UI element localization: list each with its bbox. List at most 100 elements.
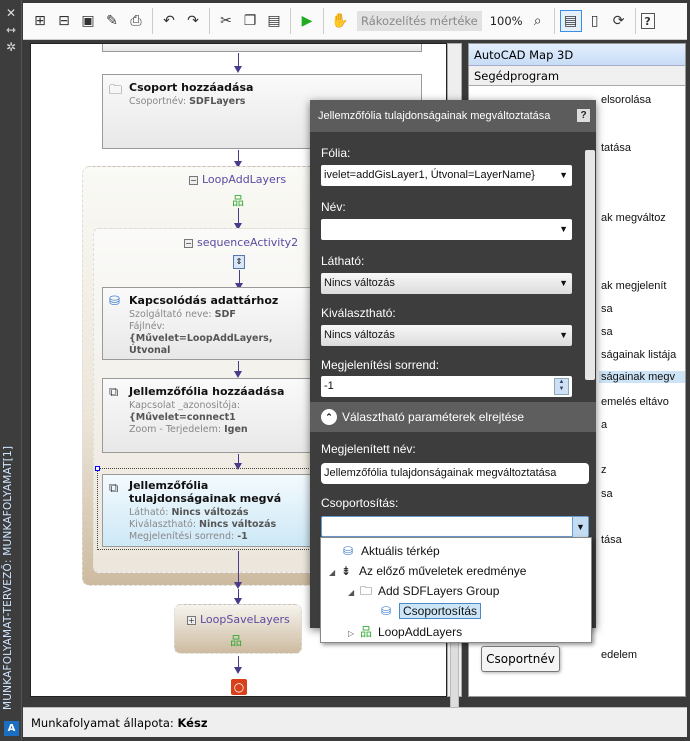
scrollbar-thumb[interactable]	[585, 150, 595, 380]
toolbox-item-selected[interactable]: ságainak megv	[599, 371, 685, 383]
divider	[290, 8, 291, 34]
pin-icon[interactable]: ⇿	[5, 23, 17, 37]
connector-arrow	[234, 53, 242, 73]
chevron-up-icon: ⌃	[321, 409, 337, 425]
sequence-label[interactable]: −sequenceActivity2	[184, 236, 299, 249]
add-layer-icon: ⧉	[109, 385, 119, 400]
zoom-fit-icon[interactable]: ⌕	[533, 13, 542, 29]
status-value: Kész	[177, 716, 208, 730]
activity-title: Kapcsolódás adattárhoz	[129, 294, 279, 307]
activity-title: Jellemzőfólia hozzáadása	[129, 385, 285, 398]
connect-icon: ⛁	[109, 294, 120, 309]
side-strip: ✕ ⇿ ✲ MUNKAFOLYAMAT-TERVEZŐ: MUNKAFOLYAM…	[0, 0, 22, 741]
chevron-down-icon[interactable]: ▼	[572, 517, 588, 538]
database-icon: ⛁	[381, 604, 392, 618]
chevron-down-icon: ▼	[559, 278, 568, 288]
toolbox-item[interactable]: ságainak listája	[601, 349, 677, 361]
divider	[152, 8, 153, 34]
kivalaszthato-dropdown[interactable]: Nincs változás▼	[321, 325, 572, 346]
toolbox-item[interactable]: tása	[601, 534, 622, 546]
copy-icon[interactable]: ❐	[243, 13, 257, 29]
status-label: Munkafolyamat állapota:	[31, 716, 174, 730]
lathato-label: Látható:	[321, 254, 365, 268]
pan-icon[interactable]: ✋	[331, 13, 349, 29]
zoom-percent: 100%	[489, 14, 523, 28]
tree-item-previous-results[interactable]: ◢⇟Az előző műveletek eredménye	[329, 561, 526, 581]
grouping-dropdown[interactable]: ▼	[321, 516, 589, 538]
save-icon[interactable]: ▣	[81, 13, 95, 29]
chevron-down-icon: ▼	[559, 330, 568, 340]
activity-title: Jellemzőfólia tulajdonságainak megvá	[129, 479, 282, 505]
toolbar: ⊞ ⊟ ▣ ✎ ⎙ ↶ ↷ ✂ ❐ ▤ ▶ ✋ Rákozelítés mért…	[23, 3, 687, 40]
divider	[323, 8, 324, 34]
toolbox-item[interactable]: emelés eltávo	[601, 396, 669, 408]
redo-icon[interactable]: ↷	[187, 13, 199, 29]
toolbox-category-autocad[interactable]: AutoCAD Map 3D	[469, 44, 685, 66]
loop-save-layers-label[interactable]: +LoopSaveLayers	[187, 613, 290, 626]
toolbox-item[interactable]: a	[601, 419, 608, 431]
dialog-scrollbar[interactable]	[583, 140, 596, 398]
zoom-input[interactable]: Rákozelítés mértéke	[357, 11, 482, 31]
selection-handle[interactable]	[95, 466, 100, 471]
tooltip: Csoportnév	[481, 646, 560, 672]
activity-previous[interactable]	[102, 44, 422, 52]
display-name-input[interactable]: Jellemzőfólia tulajdonságainak megváltoz…	[321, 463, 589, 484]
collapsed-icon[interactable]: ▷	[348, 629, 355, 638]
open-workflow-icon[interactable]: ⊟	[58, 13, 70, 29]
run-workflow-icon[interactable]: ▶	[301, 13, 313, 29]
loop-add-layers-label[interactable]: −LoopAddLayers	[189, 173, 287, 186]
sorrend-stepper[interactable]: -1▲▼	[321, 376, 572, 397]
close-icon[interactable]: ✕	[5, 6, 17, 20]
activity-param: Fájlnév: {Művelet=LoopAddLayers, Útvonal	[129, 321, 273, 356]
toolbox-item[interactable]: elsorolása	[601, 94, 652, 106]
expanded-icon[interactable]: ◢	[329, 568, 336, 577]
toolbox-item[interactable]: tatása	[601, 142, 631, 154]
toolbox-item[interactable]: z	[601, 464, 607, 476]
print-icon[interactable]: ⎙	[130, 13, 142, 29]
sorrend-label: Megjelenítési sorrend:	[321, 358, 440, 372]
help-icon[interactable]: ?	[640, 13, 655, 29]
connector-arrow	[234, 589, 242, 605]
toolbox-item[interactable]: sa	[601, 488, 613, 500]
toolbox-item[interactable]: edelem	[601, 649, 638, 661]
tree-item-grouping-selected[interactable]: ⛁Csoportosítás	[381, 601, 482, 621]
hide-optional-params-button[interactable]: ⌃ Választható paraméterek elrejtése	[310, 402, 596, 432]
nev-label: Név:	[321, 200, 346, 214]
tree-item-current-map[interactable]: ⛁Aktuális térkép	[343, 541, 440, 561]
expanded-icon[interactable]: ◢	[348, 588, 355, 597]
toolbox-item[interactable]: sa	[601, 326, 613, 338]
folia-dropdown[interactable]: ivelet=addGisLayer1, Útvonal=LayerName}▼	[321, 165, 572, 186]
nev-dropdown[interactable]: ▼	[321, 219, 572, 240]
connector-arrow	[234, 361, 242, 378]
divider	[553, 8, 555, 34]
loop-icon: 品	[232, 194, 245, 208]
lathato-dropdown[interactable]: Nincs változás▼	[321, 273, 572, 294]
kivalaszthato-label: Kiválasztható:	[321, 306, 396, 320]
help-icon[interactable]: ?	[577, 109, 590, 122]
undo-icon[interactable]: ↶	[163, 13, 175, 29]
toolbox-item[interactable]: ak megjelenít	[601, 280, 667, 292]
toolbox-item[interactable]: sa	[601, 303, 613, 315]
activity-param: Zoom - Terjedelem: Igen	[129, 424, 248, 435]
loop-save-layers-container[interactable]: +LoopSaveLayers 品	[174, 604, 302, 654]
end-icon: ○	[231, 679, 247, 695]
properties-toggle-icon[interactable]: ▯	[590, 13, 599, 29]
connector-arrow	[234, 551, 242, 589]
activity-title: Csoport hozzáadása	[129, 81, 254, 94]
refresh-icon[interactable]: ⟳	[612, 13, 625, 29]
toolbox-toggle-icon[interactable]: ▤	[559, 10, 582, 32]
save-as-icon[interactable]: ✎	[106, 13, 118, 29]
divider	[209, 8, 210, 34]
add-group-icon: 🗀	[109, 83, 123, 98]
settings-icon[interactable]: ✲	[5, 40, 17, 54]
spinner-icon[interactable]: ▲▼	[554, 378, 569, 395]
cut-icon[interactable]: ✂	[220, 13, 232, 29]
paste-icon[interactable]: ▤	[267, 13, 281, 29]
chevron-down-icon: ▼	[559, 170, 568, 180]
tree-item-add-group[interactable]: ◢🗀Add SDFLayers Group	[348, 581, 499, 601]
new-workflow-icon[interactable]: ⊞	[34, 13, 46, 29]
sequence-icon: ⇕	[233, 255, 245, 269]
toolbox-item[interactable]: ak megváltoz	[601, 212, 666, 224]
toolbox-category-utility[interactable]: Segédprogram	[469, 66, 685, 86]
